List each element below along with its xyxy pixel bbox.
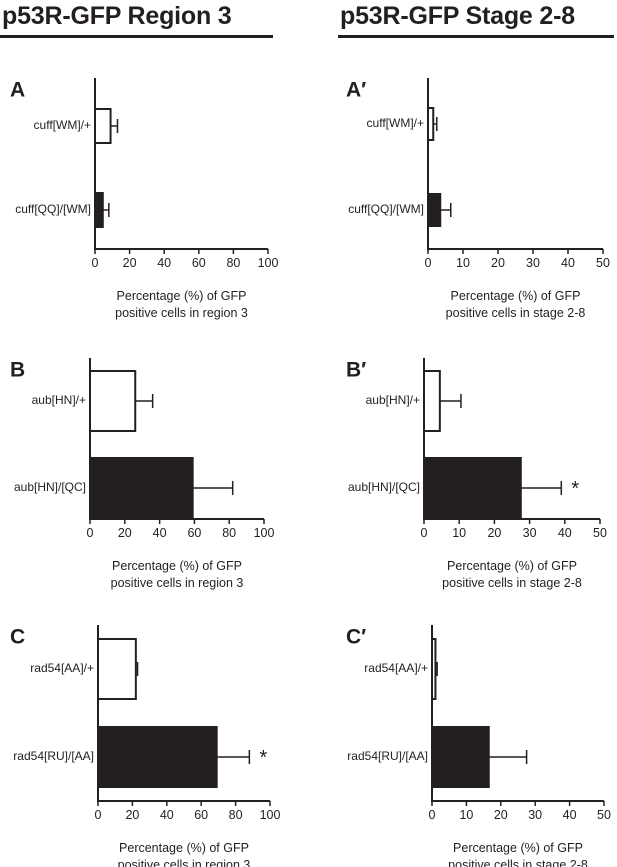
x-axis-label: Percentage (%) of GFP — [112, 559, 242, 573]
x-tick-label: 20 — [123, 256, 137, 270]
x-axis-label: positive cells in stage 2-8 — [446, 306, 586, 320]
x-tick-label: 60 — [192, 256, 206, 270]
bar-open — [89, 370, 137, 432]
x-tick-label: 40 — [157, 256, 171, 270]
category-label: rad54[AA]/+ — [364, 661, 428, 675]
bar-filled — [423, 457, 522, 519]
bar-filled — [94, 192, 104, 228]
x-axis-label: Percentage (%) of GFP — [117, 289, 247, 303]
category-label: cuff[WM]/+ — [367, 116, 424, 130]
x-tick-label: 40 — [563, 808, 577, 822]
bar-filled — [427, 193, 442, 227]
x-tick-label: 50 — [596, 256, 610, 270]
bar-filled — [97, 726, 218, 788]
panel-label: C′ — [346, 625, 366, 648]
x-axis-label: positive cells in stage 2-8 — [442, 576, 582, 590]
x-tick-label: 40 — [558, 526, 572, 540]
x-axis-label: Percentage (%) of GFP — [451, 289, 581, 303]
x-axis-label: Percentage (%) of GFP — [119, 841, 249, 855]
x-tick-label: 80 — [222, 526, 236, 540]
x-tick-label: 40 — [561, 256, 575, 270]
x-tick-label: 0 — [425, 256, 432, 270]
x-tick-label: 0 — [95, 808, 102, 822]
x-tick-label: 20 — [118, 526, 132, 540]
bar-open — [423, 370, 441, 432]
x-tick-label: 30 — [523, 526, 537, 540]
x-tick-label: 80 — [226, 256, 240, 270]
x-axis-label: positive cells in region 3 — [111, 576, 244, 590]
x-tick-label: 0 — [87, 526, 94, 540]
x-tick-label: 80 — [229, 808, 243, 822]
x-tick-label: 40 — [153, 526, 167, 540]
x-axis-label: positive cells in region 3 — [115, 306, 248, 320]
x-tick-label: 100 — [258, 256, 279, 270]
bar-open — [97, 638, 137, 700]
category-label: cuff[QQ]/[WM] — [348, 202, 424, 216]
x-tick-label: 50 — [593, 526, 607, 540]
left-column-title: p53R-GFP Region 3 — [2, 2, 232, 30]
bar-filled — [89, 457, 194, 519]
x-axis-label: positive cells in stage 2-8 — [448, 858, 588, 867]
x-tick-label: 0 — [421, 526, 428, 540]
significance-asterisk: * — [259, 747, 267, 769]
x-tick-label: 20 — [491, 256, 505, 270]
x-tick-label: 10 — [456, 256, 470, 270]
category-label: aub[HN]/[QC] — [348, 480, 420, 494]
category-label: rad54[RU]/[AA] — [13, 749, 94, 763]
x-axis-label: Percentage (%) of GFP — [453, 841, 583, 855]
x-tick-label: 50 — [597, 808, 611, 822]
panel-label: A′ — [346, 78, 366, 101]
category-label: cuff[WM]/+ — [34, 118, 91, 132]
x-tick-label: 10 — [452, 526, 466, 540]
panel-label: B — [10, 358, 25, 381]
significance-asterisk: * — [571, 478, 579, 500]
x-tick-label: 60 — [187, 526, 201, 540]
bar-filled — [431, 726, 490, 788]
category-label: cuff[QQ]/[WM] — [15, 202, 91, 216]
panel-label: A — [10, 78, 25, 101]
category-label: aub[HN]/+ — [32, 393, 86, 407]
x-tick-label: 30 — [528, 808, 542, 822]
bar-open — [94, 108, 112, 144]
x-tick-label: 10 — [459, 808, 473, 822]
category-label: rad54[RU]/[AA] — [347, 749, 428, 763]
category-label: rad54[AA]/+ — [30, 661, 94, 675]
category-label: aub[HN]/[QC] — [14, 480, 86, 494]
panel-label: B′ — [346, 358, 366, 381]
x-tick-label: 20 — [125, 808, 139, 822]
x-tick-label: 40 — [160, 808, 174, 822]
panel-label: C — [10, 625, 25, 648]
x-axis-label: positive cells in region 3 — [118, 858, 251, 867]
x-tick-label: 100 — [260, 808, 281, 822]
left-column-title-underline — [0, 35, 273, 38]
x-tick-label: 60 — [194, 808, 208, 822]
x-tick-label: 100 — [254, 526, 275, 540]
x-tick-label: 30 — [526, 256, 540, 270]
x-tick-label: 20 — [494, 808, 508, 822]
x-tick-label: 0 — [92, 256, 99, 270]
right-column-title-underline — [338, 35, 614, 38]
x-axis-label: Percentage (%) of GFP — [447, 559, 577, 573]
right-column-title: p53R-GFP Stage 2-8 — [340, 2, 575, 30]
x-tick-label: 20 — [487, 526, 501, 540]
category-label: aub[HN]/+ — [366, 393, 420, 407]
x-tick-label: 0 — [429, 808, 436, 822]
